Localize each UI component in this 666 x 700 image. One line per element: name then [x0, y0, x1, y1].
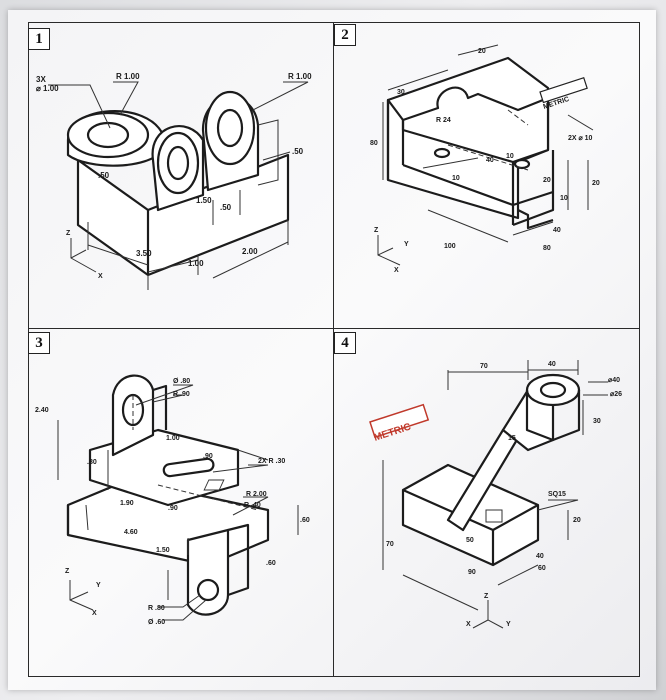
dim-10-c: 10: [560, 195, 568, 202]
dim-090-b: .90: [168, 505, 178, 512]
axis-label-y-4: Y: [506, 621, 511, 628]
dim-350: 3.50: [136, 249, 152, 258]
vertical-divider: [333, 22, 334, 677]
dim-200: 2.00: [242, 247, 258, 256]
axis-label-x-1: X: [98, 273, 103, 280]
axis-label-x-4: X: [466, 621, 471, 628]
dim-15: 15: [508, 435, 516, 442]
dim-060: .60: [300, 517, 310, 524]
panel-number-1: 1: [28, 28, 50, 50]
dim-40: 40: [548, 361, 556, 368]
dim-2x-r030: 2X R .30: [258, 458, 285, 465]
axis-label-x-3: X: [92, 610, 97, 617]
dim-dia-080: Ø .80: [173, 378, 190, 385]
drawing-part-3: Ø .80 R .90 2.40 1.00 .90 .80 2X R .30 1…: [35, 374, 310, 626]
dim-r24: R 24: [436, 117, 451, 124]
dim-2x-dia-10: 2X ⌀ 10: [568, 135, 593, 142]
horizontal-divider: [28, 328, 640, 329]
dim-40-b: 40: [553, 227, 561, 234]
dim-80-b: 80: [543, 245, 551, 252]
dim-20-far-right: 20: [592, 180, 600, 187]
panel-number-4: 4: [334, 332, 356, 354]
dim-dia-060: Ø .60: [148, 619, 165, 626]
drawing-part-1: 3X ⌀ 1.00 R 1.00 R 1.00 .50 .50 1.50 .50…: [36, 72, 312, 290]
axis-label-z-4: Z: [484, 593, 489, 600]
worksheet-page: 1 2 3 4 3X ⌀ 1.00 R 1: [8, 10, 656, 690]
axis-label-x-2: X: [394, 267, 399, 274]
dim-150: 1.50: [196, 196, 212, 205]
dim-090: .90: [203, 453, 213, 460]
panel-number-2: 2: [334, 24, 356, 46]
dim-90: 90: [468, 569, 476, 576]
dim-190: 1.90: [120, 500, 134, 507]
dim-050-a: .50: [292, 147, 304, 156]
drawing-part-4: METRIC 70 40 ⌀40 ⌀26 30 15 SQ15 20 70 50…: [203, 360, 622, 629]
dim-50: 50: [466, 537, 474, 544]
dim-100: 100: [444, 243, 456, 250]
dim-r040: R .40: [244, 502, 261, 509]
dim-hole-diameter: ⌀ 1.00: [36, 84, 59, 93]
dim-dia-26: ⌀26: [610, 391, 622, 398]
dim-100: 1.00: [188, 259, 204, 268]
dim-dia-40: ⌀40: [608, 377, 620, 384]
axis-label-z-2: Z: [374, 227, 379, 234]
dim-080: .80: [87, 459, 97, 466]
axis-label-y-2: Y: [404, 241, 409, 248]
dim-060-b: .60: [266, 560, 276, 567]
axis-label-z-3: Z: [65, 568, 70, 575]
dim-60: 60: [538, 565, 546, 572]
drawing-part-2: METRIC 20 30 R 24 80 2X ⌀ 10 40 10 10 20…: [370, 44, 600, 274]
dim-40: 40: [486, 157, 494, 164]
dim-10-a: 10: [506, 153, 514, 160]
metric-badge-2: [539, 77, 588, 104]
dim-30: 30: [593, 418, 601, 425]
dim-10-b: 10: [452, 175, 460, 182]
dim-40-b: 40: [536, 553, 544, 560]
axis-label-y-3: Y: [96, 582, 101, 589]
dim-r-090: R .90: [173, 391, 190, 398]
dim-70: 70: [480, 363, 488, 370]
dim-100: 1.00: [166, 435, 180, 442]
axis-label-z-1: Z: [66, 230, 71, 237]
dim-radius-2: R 1.00: [288, 72, 312, 81]
dim-20-top: 20: [478, 48, 486, 55]
drawings-layer: 3X ⌀ 1.00 R 1.00 R 1.00 .50 .50 1.50 .50…: [35, 44, 622, 629]
dim-r200: R 2.00: [246, 491, 267, 498]
dim-050-c: .50: [220, 203, 232, 212]
dim-hole-count: 3X: [36, 75, 46, 84]
dim-r080: R .80: [148, 605, 165, 612]
dim-20: 20: [573, 517, 581, 524]
panel-number-3: 3: [28, 332, 50, 354]
dim-30: 30: [397, 89, 405, 96]
dim-050-b: .50: [98, 171, 110, 180]
dim-460: 4.60: [124, 529, 138, 536]
dim-80: 80: [370, 140, 378, 147]
dim-150: 1.50: [156, 547, 170, 554]
dim-70-vertical: 70: [386, 541, 394, 548]
metric-badge-4: [369, 403, 430, 439]
dim-radius-1: R 1.00: [116, 72, 140, 81]
dim-20-right: 20: [543, 177, 551, 184]
dim-240: 2.40: [35, 407, 49, 414]
dim-sq15: SQ15: [548, 491, 566, 498]
